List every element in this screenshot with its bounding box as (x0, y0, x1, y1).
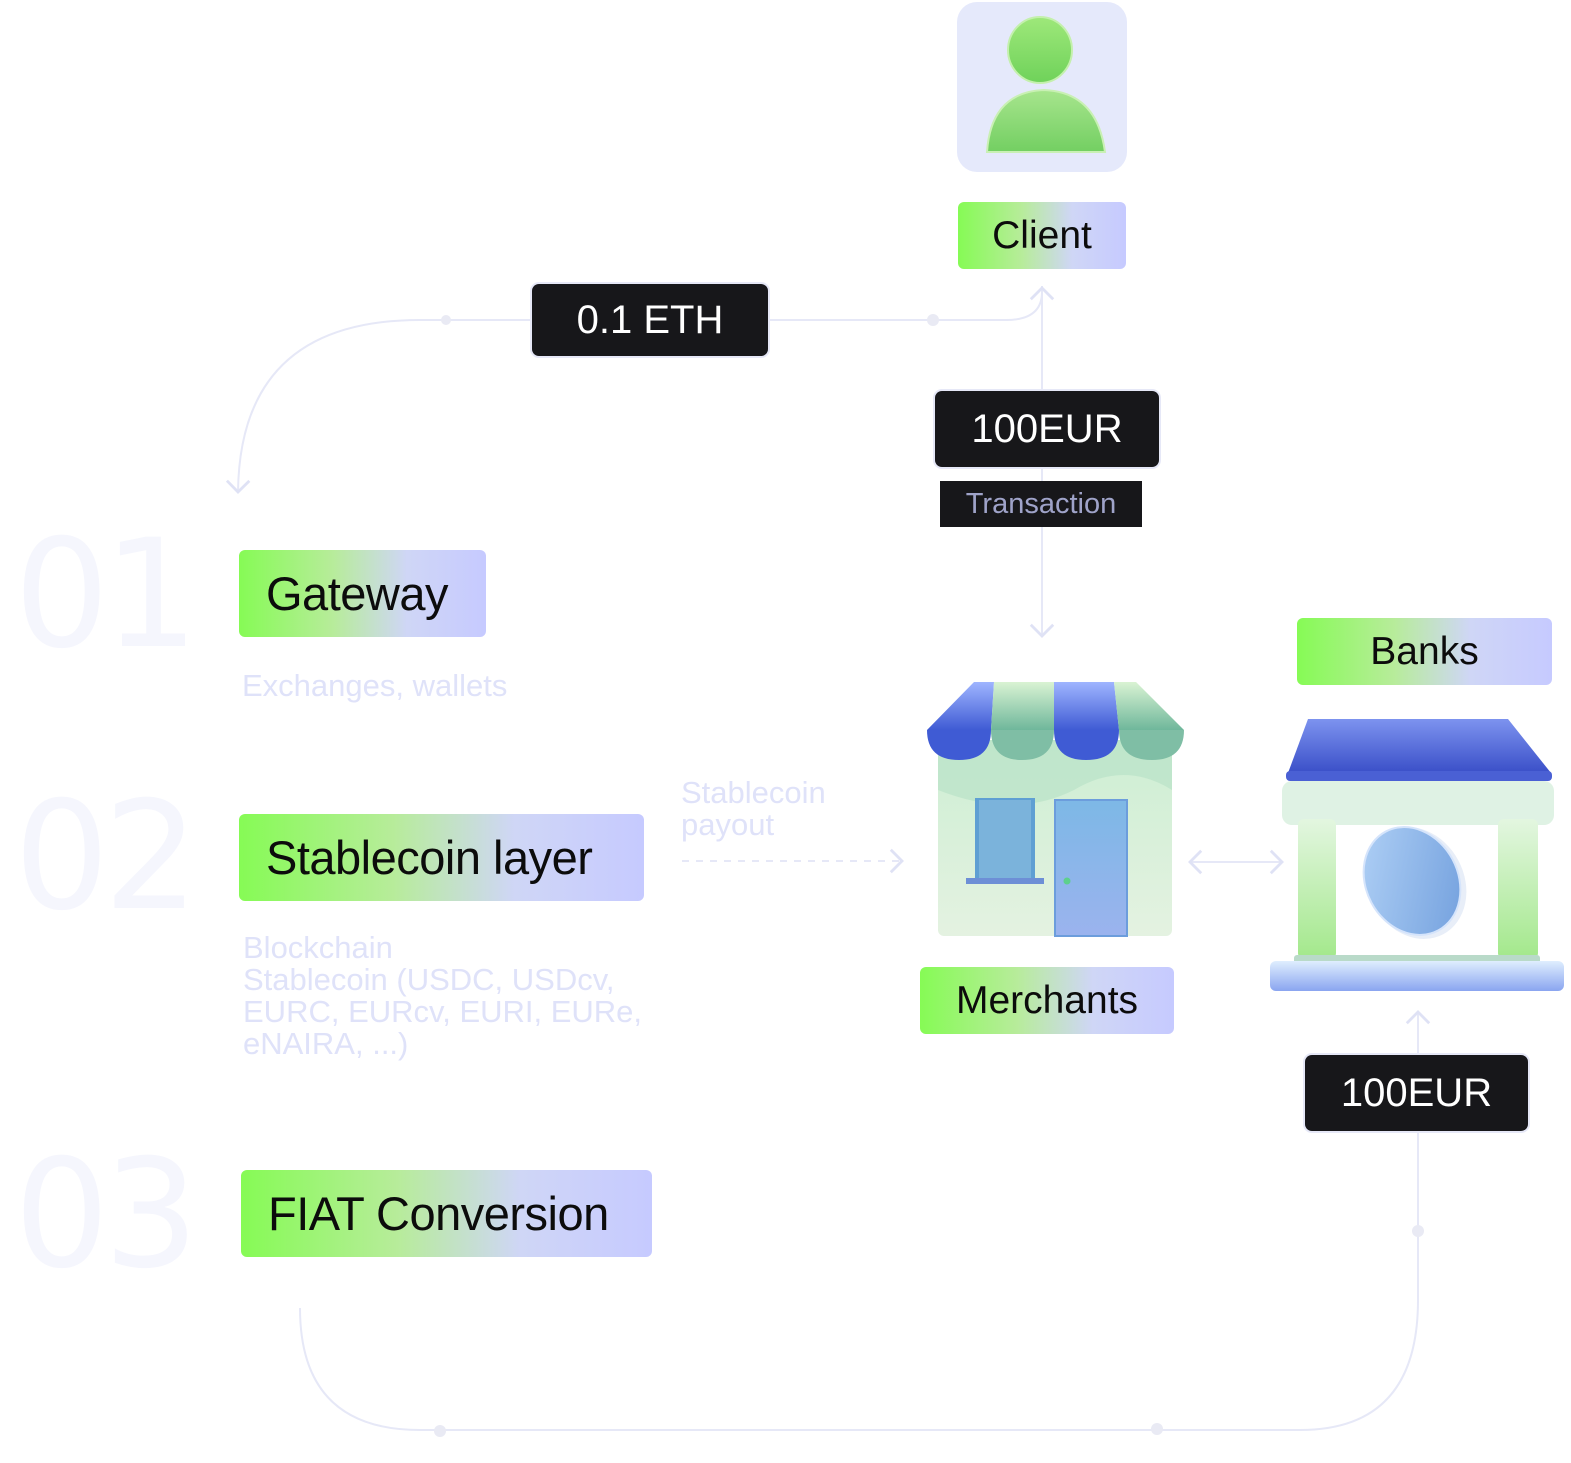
gateway-description: Exchanges, wallets (242, 668, 508, 703)
stablecoin-layer-step-label: Stablecoin layer (239, 814, 644, 901)
gateway-step-label: Gateway (239, 550, 486, 637)
eth-amount-badge: 0.1 ETH (532, 284, 768, 356)
client-avatar-icon (985, 16, 1107, 153)
fiat-conversion-step-label: FIAT Conversion (241, 1170, 652, 1257)
bank-building-icon (1270, 719, 1564, 991)
banks-node-label: Banks (1297, 618, 1552, 685)
transaction-amount-badge: 100EUR (935, 391, 1159, 467)
step-number-1: 01 (14, 508, 199, 682)
client-avatar-card (957, 2, 1127, 172)
merchant-store-icon (927, 682, 1184, 937)
transaction-caption: Transaction (940, 481, 1142, 527)
step-number-3: 03 (14, 1128, 199, 1302)
fiat-to-bank-line (299, 1010, 1431, 1431)
bank-amount-badge: 100EUR (1305, 1055, 1528, 1131)
step-number-2: 02 (14, 770, 199, 944)
merchants-node-label: Merchants (920, 967, 1174, 1034)
stablecoin-payout-label: Stablecoin payout (681, 775, 826, 842)
client-node-label: Client (958, 202, 1126, 269)
stablecoin-layer-description: Blockchain Stablecoin (USDC, USDcv, EURC… (243, 930, 643, 1061)
